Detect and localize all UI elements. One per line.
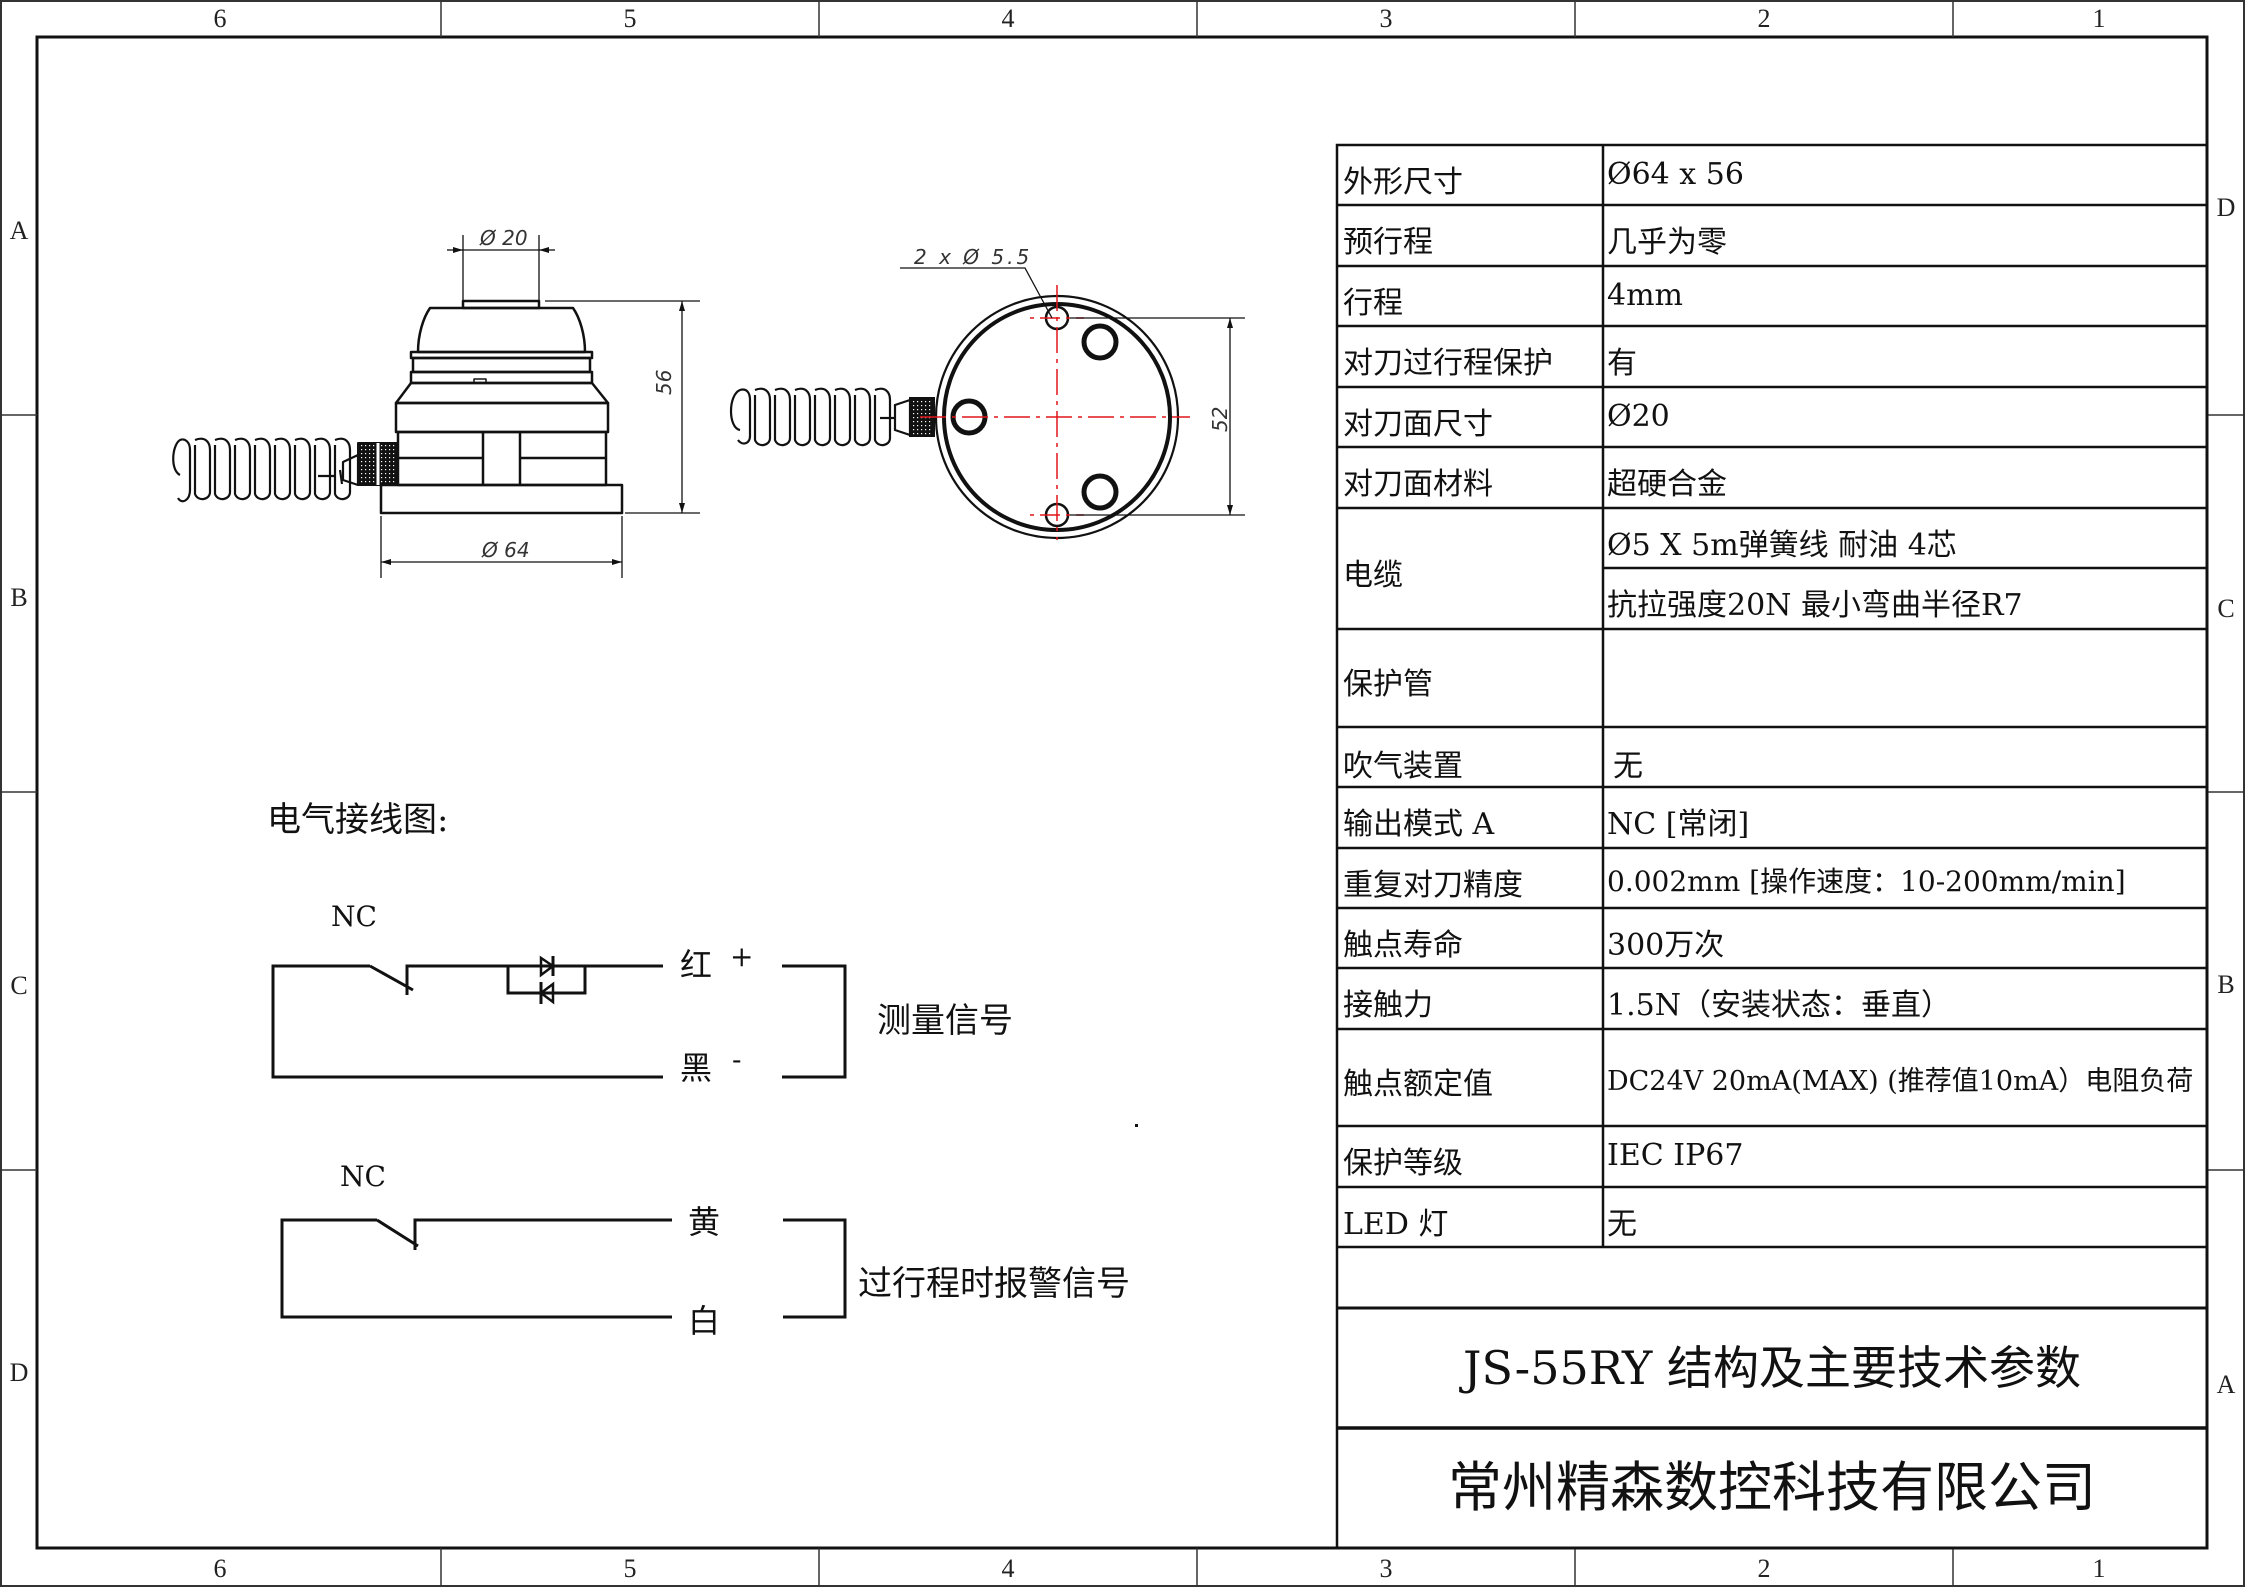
dim-top-diameter: Ø 20	[480, 226, 528, 250]
center-lines	[920, 285, 1190, 540]
zone-col-5-bottom: 5	[623, 1554, 637, 1583]
spec-row-contact-life: 触点寿命 300万次	[1337, 908, 2207, 968]
spec-row-cable: 电缆 Ø5 X 5m弹簧线 耐油 4芯 抗拉强度20N 最小弯曲半径R7	[1337, 508, 2207, 629]
spec-row-pretravel: 预行程 几乎为零	[1337, 205, 2207, 266]
spec-label: 重复对刀精度	[1343, 868, 1523, 903]
zone-col-1: 1	[2092, 4, 2106, 33]
spec-value: 4mm	[1607, 278, 1683, 313]
spec-value: Ø5 X 5m弹簧线 耐油 4芯	[1607, 528, 1957, 563]
zone-col-4-bottom: 4	[1001, 1554, 1015, 1583]
circuit1-mode-label: NC	[331, 900, 377, 933]
spec-row-outer-size: 外形尺寸 Ø64 x 56	[1337, 145, 2207, 205]
spec-row-protection-class: 保护等级 IEC IP67	[1337, 1126, 2207, 1187]
spec-row-contact-face-size: 对刀面尺寸 Ø20	[1337, 387, 2207, 447]
spec-value: 有	[1607, 346, 1637, 381]
spec-row-travel: 行程 4mm	[1337, 266, 2207, 326]
top-view-dimensions	[900, 267, 1245, 516]
spec-label: 保护管	[1343, 667, 1433, 702]
zone-row-D-left: D	[9, 1358, 29, 1387]
spec-value: NC [常闭]	[1607, 807, 1750, 842]
spec-label: 外形尺寸	[1343, 165, 1463, 200]
zone-col-5: 5	[623, 4, 637, 33]
stray-mark	[1135, 1124, 1138, 1127]
spec-row-overtravel-protection: 对刀过行程保护 有	[1337, 326, 2207, 387]
zone-col-1-bottom: 1	[2092, 1554, 2106, 1583]
spec-value: Ø20	[1607, 399, 1670, 434]
spec-value: 无	[1613, 749, 1643, 784]
spec-row-protective-tube: 保护管	[1337, 629, 2207, 727]
spec-label: 触点额定值	[1343, 1067, 1493, 1102]
side-view-dimensions	[380, 235, 700, 578]
spec-value: 0.002mm [操作速度：10-200mm/min]	[1607, 865, 2126, 898]
spec-row-contact-force: 接触力 1.5N（安装状态：垂直）	[1337, 968, 2207, 1029]
zone-col-3-bottom: 3	[1379, 1554, 1393, 1583]
spec-value: 几乎为零	[1607, 225, 1727, 260]
circuit1-plus-sign: +	[730, 940, 754, 973]
spec-value-2: 抗拉强度20N 最小弯曲半径R7	[1607, 588, 2023, 623]
spec-label: 接触力	[1343, 988, 1433, 1023]
spec-row-output-mode: 输出模式 A NC [常闭]	[1337, 787, 2207, 848]
company-name: 常州精森数控科技有限公司	[1448, 1456, 2096, 1519]
spec-label: 保护等级	[1343, 1146, 1463, 1181]
spec-value: IEC IP67	[1607, 1138, 1744, 1173]
zone-row-C-right: C	[2217, 594, 2235, 623]
spec-value: 1.5N（安装状态：垂直）	[1607, 988, 1951, 1023]
zone-row-D-right: D	[2216, 193, 2236, 222]
spec-value: 300万次	[1607, 928, 1725, 963]
circuit2-mode-label: NC	[340, 1160, 386, 1193]
zone-col-6-bottom: 6	[213, 1554, 227, 1583]
side-view-drawing	[172, 299, 624, 515]
spec-label: 预行程	[1343, 225, 1433, 260]
zone-row-A-left: A	[9, 216, 29, 245]
circuit1-wire-red: 红	[680, 946, 713, 984]
spec-label: 触点寿命	[1343, 928, 1463, 963]
spec-label: 电缆	[1343, 558, 1403, 593]
spec-row-air-blow: 吹气装置 无	[1337, 727, 2207, 787]
dim-base-diameter: Ø 64	[482, 538, 530, 562]
spec-label: 输出模式 A	[1343, 807, 1495, 842]
spec-row-led: LED 灯 无	[1337, 1187, 2207, 1247]
circuit1-signal-label: 测量信号	[877, 1001, 1013, 1041]
wiring-circuit-alarm	[280, 1218, 847, 1319]
circuit1-minus-sign: -	[732, 1043, 742, 1076]
spec-value: 无	[1607, 1207, 1637, 1242]
spec-label: 吹气装置	[1343, 749, 1463, 784]
zone-col-4: 4	[1001, 4, 1015, 33]
spec-row-contact-face-material: 对刀面材料 超硬合金	[1337, 447, 2207, 508]
spec-value: 超硬合金	[1607, 467, 1727, 502]
zone-col-3: 3	[1379, 4, 1393, 33]
spec-label: 对刀面尺寸	[1343, 407, 1493, 442]
coil-cable-icon	[729, 387, 912, 447]
spec-table-grid	[1335, 143, 2209, 1550]
circuit2-wire-yellow: 黄	[688, 1203, 721, 1241]
wiring-circuit-measure	[271, 955, 847, 1079]
wiring-title: 电气接线图:	[267, 800, 449, 840]
circuit2-wire-white: 白	[688, 1302, 721, 1340]
coil-cable-icon	[172, 437, 360, 503]
spec-label: LED 灯	[1343, 1207, 1449, 1242]
spec-value: Ø64 x 56	[1607, 157, 1744, 192]
dim-hole-callout: 2 x Ø 5.5	[914, 245, 1033, 269]
circuit1-wire-black: 黑	[680, 1049, 713, 1087]
zone-row-B-right: B	[2217, 970, 2235, 999]
spec-label: 行程	[1343, 286, 1403, 321]
spec-label: 对刀过行程保护	[1343, 346, 1553, 381]
zone-row-A-right: A	[2216, 1370, 2236, 1399]
drawing-title: JS-55RY 结构及主要技术参数	[1463, 1341, 2081, 1395]
dim-height: 56	[652, 369, 676, 395]
zone-row-B-left: B	[10, 583, 28, 612]
spec-label: 对刀面材料	[1343, 467, 1493, 502]
spec-row-contact-rating: 触点额定值 DC24V 20mA(MAX) (推荐值10mA）电阻负荷	[1337, 1029, 2207, 1126]
zone-col-2: 2	[1757, 4, 1771, 33]
dim-hole-spacing: 52	[1208, 406, 1232, 432]
spec-value: DC24V 20mA(MAX) (推荐值10mA）电阻负荷	[1607, 1066, 2194, 1097]
spec-row-repeatability: 重复对刀精度 0.002mm [操作速度：10-200mm/min]	[1337, 848, 2207, 908]
zone-col-2-bottom: 2	[1757, 1554, 1771, 1583]
zone-row-C-left: C	[10, 971, 28, 1000]
circuit2-signal-label: 过行程时报警信号	[858, 1264, 1130, 1304]
zone-col-6: 6	[213, 4, 227, 33]
